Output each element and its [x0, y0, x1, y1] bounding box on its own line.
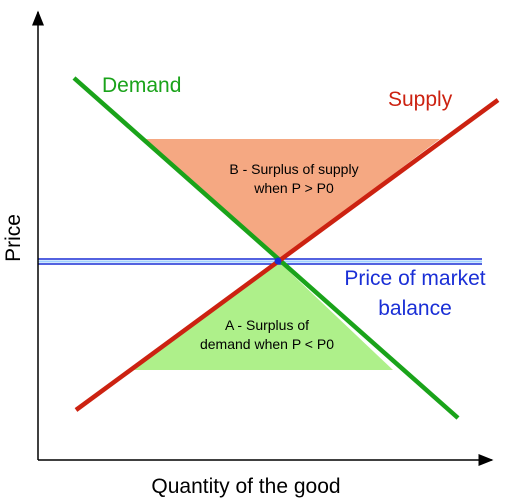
supply-curve — [74, 98, 500, 412]
market-price-label-line1: Price of market — [344, 267, 485, 290]
demand-label: Demand — [102, 74, 181, 97]
surplus-supply-label-line1: B - Surplus of supply — [229, 161, 358, 177]
surplus-demand-label-line1: A - Surplus of — [225, 317, 309, 333]
surplus-of-supply-region — [143, 139, 440, 261]
surplus-supply-label-line2: when P > P0 — [253, 180, 334, 196]
market-price-label-line2: balance — [378, 297, 452, 320]
supply-label: Supply — [388, 88, 453, 111]
x-axis-label: Quantity of the good — [151, 475, 340, 498]
surplus-of-demand-region — [134, 261, 393, 370]
demand-curve — [72, 76, 460, 420]
y-axis-label: Price — [2, 214, 25, 262]
equilibrium-point — [274, 257, 282, 265]
surplus-demand-label-line2: demand when P < P0 — [200, 336, 334, 352]
market-price-line — [38, 258, 482, 265]
